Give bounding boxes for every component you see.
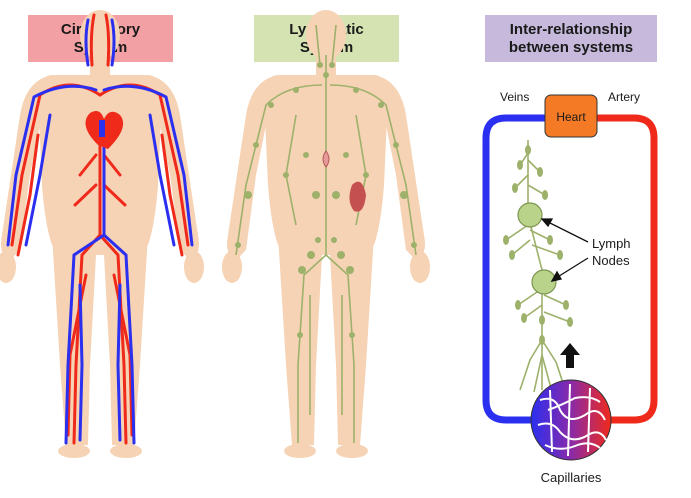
artery-loop — [592, 114, 658, 424]
heart-box — [544, 94, 598, 138]
heart-label: Heart — [556, 110, 586, 124]
body-silhouette — [0, 10, 204, 458]
vein-loop — [482, 114, 548, 424]
artery-label: Artery — [608, 90, 640, 104]
interrelationship-title: Inter-relationship between systems — [485, 15, 657, 62]
lymphatic-figure — [222, 10, 430, 458]
veins — [6, 18, 194, 445]
lymph-node-lower — [531, 269, 557, 295]
thymus — [322, 150, 330, 168]
lymph-vessel-beads — [503, 145, 573, 345]
lymph-node-pointers — [540, 218, 589, 282]
lymph-node-upper — [517, 202, 543, 228]
spleen — [349, 181, 366, 212]
veins-label: Veins — [500, 90, 529, 104]
schematic: Heart Veins Artery — [482, 90, 658, 485]
lymph-label-line1: Lymph — [592, 236, 631, 251]
circulatory-figure — [0, 10, 204, 458]
lymph-nodes — [235, 62, 417, 338]
capillary-mesh — [537, 383, 607, 457]
lymph-vessel-chain — [505, 140, 571, 393]
capillaries-label: Capillaries — [541, 470, 602, 485]
lymph-label-line2: Nodes — [592, 253, 630, 268]
flow-arrow-up-icon — [560, 343, 580, 368]
